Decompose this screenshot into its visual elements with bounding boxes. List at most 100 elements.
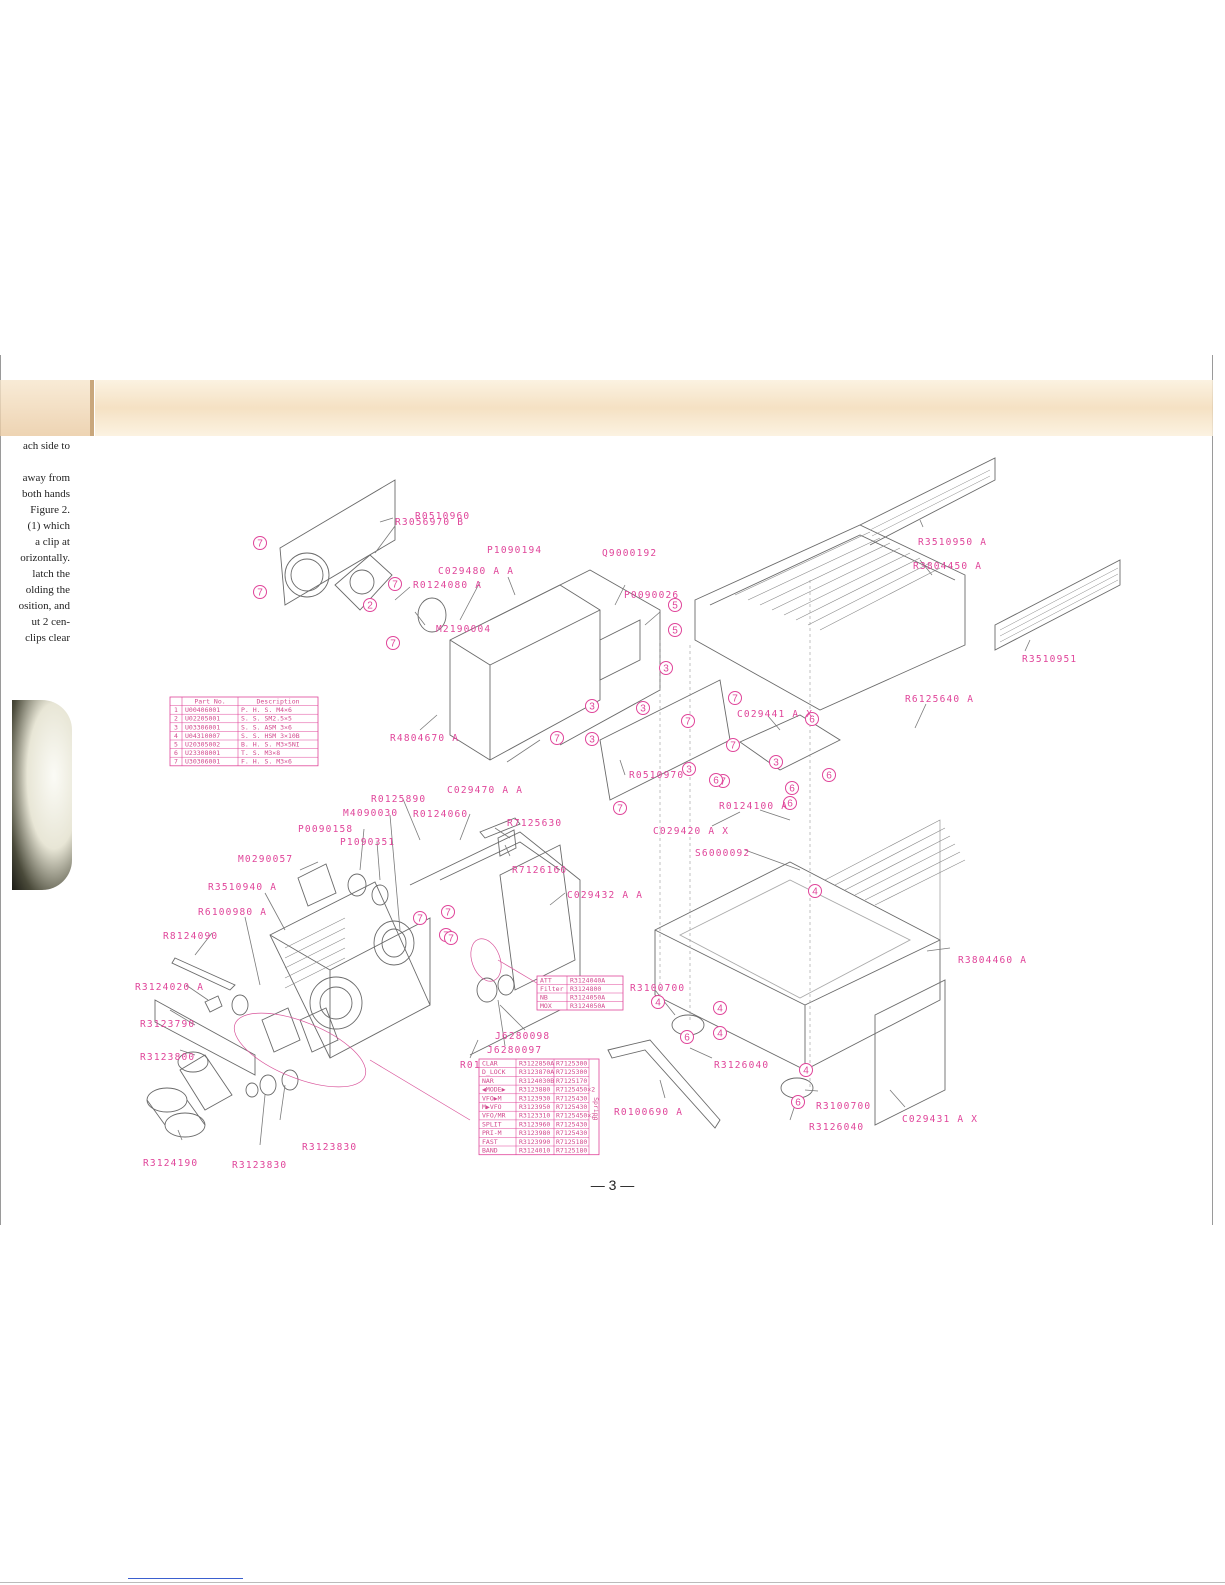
screw-marker: 6 bbox=[785, 781, 799, 795]
screw-table-num: 7 bbox=[174, 758, 178, 766]
screw-marker: 6 bbox=[709, 773, 723, 787]
key-table-spring: R7125430 bbox=[556, 1120, 587, 1128]
screw-marker-number: 3 bbox=[663, 664, 669, 675]
key-table-label: BAND bbox=[482, 1147, 498, 1155]
screw-marker-number: 7 bbox=[257, 588, 263, 599]
screw-marker: 7 bbox=[728, 691, 742, 705]
screw-marker-number: 7 bbox=[445, 908, 451, 919]
screw-table-part: U23308001 bbox=[185, 749, 220, 757]
screw-marker: 7 bbox=[726, 738, 740, 752]
key-table-spring: R7125300 bbox=[556, 1068, 587, 1076]
key-table-spring: R7125180 bbox=[556, 1147, 587, 1155]
key-table-spring: R7125300 bbox=[556, 1060, 587, 1068]
screw-marker-number: 7 bbox=[417, 914, 423, 925]
key-table-spring: R7125180 bbox=[556, 1138, 587, 1146]
screw-marker-number: 6 bbox=[789, 784, 795, 795]
key-table-part: R3123980 bbox=[519, 1129, 550, 1137]
screw-table-part: U20305002 bbox=[185, 741, 220, 749]
front-panel bbox=[269, 881, 431, 1059]
margin-line: ut 2 cen- bbox=[31, 616, 70, 628]
screw-table-num: 2 bbox=[174, 715, 178, 723]
part-callout-label: R0124060 bbox=[413, 809, 468, 820]
screw-marker: 2 bbox=[363, 598, 377, 612]
screw-marker: 4 bbox=[808, 884, 822, 898]
knob-skirt bbox=[179, 1054, 233, 1111]
screw-marker: 3 bbox=[585, 699, 599, 713]
screw-table-num: 4 bbox=[174, 732, 178, 740]
screw-marker-number: 7 bbox=[448, 934, 454, 945]
top-cover bbox=[694, 524, 966, 711]
key-table-part: R3123310 bbox=[519, 1112, 550, 1120]
part-callout-label: J6280098 bbox=[495, 1031, 550, 1042]
display-board bbox=[499, 844, 576, 991]
key-table-label: NAR bbox=[482, 1077, 494, 1085]
screw-marker: 7 bbox=[444, 931, 458, 945]
part-callout-label: P1090351 bbox=[340, 837, 395, 848]
hand-photo bbox=[12, 700, 72, 890]
screw-marker: 7 bbox=[681, 714, 695, 728]
key-table-label: ◀MODE▶ bbox=[482, 1086, 506, 1094]
screw-marker-number: 7 bbox=[392, 580, 398, 591]
screw-table-desc: P. H. S. M4×6 bbox=[241, 706, 292, 714]
key-table-label: FAST bbox=[482, 1138, 498, 1146]
rear-panel bbox=[279, 479, 396, 606]
screw-marker: 3 bbox=[636, 701, 650, 715]
diagram-drawing bbox=[146, 457, 1121, 1146]
part-callout-label: P1090194 bbox=[487, 545, 542, 556]
screw-table-part: U30306001 bbox=[185, 758, 220, 766]
bottom-cover bbox=[874, 979, 946, 1126]
margin-line: (1) which bbox=[27, 520, 70, 532]
screw-marker: 6 bbox=[805, 712, 819, 726]
part-callout-label: C029431 A X bbox=[902, 1114, 978, 1125]
part-callout-label: R3123830 bbox=[232, 1160, 287, 1171]
part-callout-label: R3100700 bbox=[816, 1101, 871, 1112]
screw-marker: 7 bbox=[386, 636, 400, 650]
part-callout-label: R3056970 B bbox=[395, 517, 464, 528]
screw-table-desc: S. S. HSM 3×10B bbox=[241, 732, 300, 740]
part-callout-label: C029441 A X bbox=[737, 709, 813, 720]
att-table-part: R3124050A bbox=[570, 994, 605, 1002]
screw-marker-number: 6 bbox=[787, 799, 793, 810]
screw-marker: 3 bbox=[659, 661, 673, 675]
screw-marker-number: 7 bbox=[730, 741, 736, 752]
screw-marker-number: 4 bbox=[803, 1066, 809, 1077]
screw-marker-number: 6 bbox=[809, 715, 815, 726]
part-callout-label: R3100700 bbox=[630, 983, 685, 994]
key-table-part: R3124030B bbox=[519, 1077, 554, 1085]
part-callout-label: R0100690 A bbox=[614, 1107, 683, 1118]
bottom-rule bbox=[0, 1582, 1225, 1583]
screw-table-part: U02205001 bbox=[185, 715, 220, 723]
margin-line: olding the bbox=[25, 584, 70, 596]
key-table-label: SPLIT bbox=[482, 1120, 502, 1128]
key-table-spring: R7125170 bbox=[556, 1077, 587, 1085]
part-callout-label: R3510951 bbox=[1022, 654, 1077, 665]
screw-marker-number: 3 bbox=[773, 758, 779, 769]
key-table-side-label: Spring bbox=[592, 1097, 600, 1121]
screw-table-num: 6 bbox=[174, 749, 178, 757]
screw-marker-number: 4 bbox=[717, 1004, 723, 1015]
key-table-part: R3122850A bbox=[519, 1060, 554, 1068]
part-callout-label: R6100980 A bbox=[198, 907, 267, 918]
screw-marker-number: 4 bbox=[717, 1029, 723, 1040]
key-table-spring: R7125430 bbox=[556, 1103, 587, 1111]
part-callout-label: R6125640 A bbox=[905, 694, 974, 705]
screw-table-desc: F. H. S. M3×6 bbox=[241, 758, 292, 766]
main-dial bbox=[309, 976, 363, 1030]
margin-line: both hands bbox=[22, 488, 70, 500]
screw-marker: 4 bbox=[713, 1026, 727, 1040]
screw-marker-number: 7 bbox=[720, 777, 726, 788]
part-callout-label: R0124100 A bbox=[719, 801, 788, 812]
key-table-spring: R7125430 bbox=[556, 1129, 587, 1137]
screw-marker-number: 6 bbox=[684, 1033, 690, 1044]
part-callout-label: R0124080 A bbox=[413, 580, 482, 591]
main-chassis bbox=[654, 861, 941, 1071]
margin-line: Figure 2. bbox=[30, 504, 70, 516]
screw-marker: 7 bbox=[441, 905, 455, 919]
screw-marker-number: 3 bbox=[686, 765, 692, 776]
part-callout-label: M4090030 bbox=[343, 808, 398, 819]
part-callout-label: J6280097 bbox=[487, 1045, 542, 1056]
part-callout-label: R7126160 bbox=[512, 865, 567, 876]
